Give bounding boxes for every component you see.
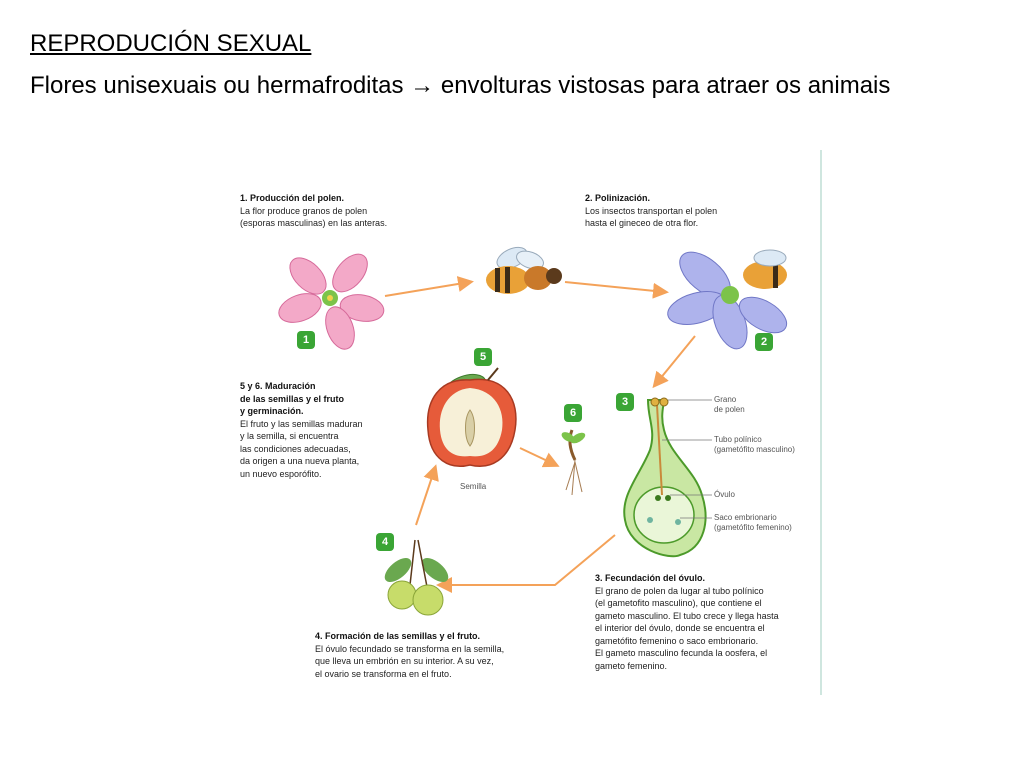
caption-step-5-heading: de las semillas y el fruto <box>240 393 345 404</box>
caption-step-3-line: El gameto masculino fecunda la oosfera, … <box>595 648 768 658</box>
label-grano-de-polen: Grano de polen <box>714 395 745 415</box>
caption-step-5-heading: y germinación. <box>240 406 304 416</box>
caption-step-2: 2. Polinización. Los insectos transporta… <box>585 192 717 230</box>
label-tubo-line: (gametófito masculino) <box>714 445 795 454</box>
caption-step-5-heading: 5 y 6. Maduración <box>240 381 316 391</box>
figure-edge-line <box>820 150 822 695</box>
label-grano-line: Grano <box>714 395 737 404</box>
caption-step-5-line: da origen a una nueva planta, <box>240 456 360 466</box>
arrow-5-to-6 <box>519 447 560 468</box>
caption-step-3-line: El grano de polen da lugar al tubo polín… <box>595 585 764 596</box>
bee <box>486 246 562 294</box>
caption-step-2-heading: 2. Polinización. <box>585 193 651 203</box>
arrow-3-to-4 <box>436 534 616 593</box>
caption-step-4-line: que lleva un embrión en su interior. A s… <box>315 656 494 666</box>
caption-step-3-line: el interior del óvulo, donde se encuentr… <box>595 623 765 633</box>
pink-flower <box>278 253 385 350</box>
blue-flower <box>667 249 788 350</box>
caption-step-3: 3. Fecundación del óvulo. El grano de po… <box>595 572 779 672</box>
caption-step-5-line: las condiciones adecuadas, <box>240 443 351 454</box>
label-ovulo: Óvulo <box>714 490 735 499</box>
arrow-bee-to-2 <box>564 281 669 299</box>
caption-step-1: 1. Producción del polen. La flor produce… <box>240 192 387 230</box>
caption-step-2-line: hasta el gineceo de otra flor. <box>585 218 699 228</box>
caption-step-5-6: 5 y 6. Maduración de las semillas y el f… <box>240 380 363 480</box>
pistil-cross-section <box>623 397 712 558</box>
label-saco-line: Saco embrionario <box>714 513 777 522</box>
caption-step-3-line: (el gametofito masculino), que contiene … <box>595 598 762 608</box>
caption-step-1-line: (esporas masculinas) en las anteras. <box>240 218 388 228</box>
caption-step-1-heading: 1. Producción del polen. <box>240 193 345 203</box>
slide-title: REPRODUCIÓN SEXUAL <box>30 30 312 57</box>
label-saco-line: (gametófito femenino) <box>714 523 792 532</box>
caption-step-3-heading: 3. Fecundación del óvulo. <box>595 573 706 583</box>
caption-step-1-line: La flor produce granos de polen <box>240 205 368 216</box>
step-badge-6: 6 <box>564 404 582 422</box>
label-grano-line: de polen <box>714 405 745 414</box>
label-saco-embrionario: Saco embrionario (gametófito femenino) <box>714 513 792 533</box>
seedling <box>561 429 586 496</box>
caption-step-4: 4. Formación de las semillas y el fruto.… <box>315 630 504 680</box>
label-tubo-polinico: Tubo polínico (gametófito masculino) <box>714 435 795 455</box>
step-badge-2: 2 <box>755 333 773 351</box>
arrow-1-to-bee <box>384 276 474 297</box>
fruit-cluster <box>384 539 449 616</box>
cycle-arrows <box>384 276 696 593</box>
slide-subtitle: Flores unisexuais ou hermafroditas → env… <box>30 72 891 99</box>
step-badge-5: 5 <box>474 348 492 366</box>
caption-step-5-line: un nuevo esporófito. <box>240 468 322 479</box>
step-badge-3: 3 <box>616 393 634 411</box>
caption-step-2-line: Los insectos transportan el polen <box>585 205 718 216</box>
caption-step-3-line: gameto masculino. El tubo crece y llega … <box>595 610 779 621</box>
label-semilla: Semilla <box>460 482 487 491</box>
caption-step-3-line: gameto femenino. <box>595 660 668 671</box>
caption-step-3-line: gametófito femenino o saco embrionario. <box>595 635 759 646</box>
caption-step-5-line: y la semilla, si encuentra <box>240 431 339 441</box>
label-tubo-line: Tubo polínico <box>714 435 762 444</box>
caption-step-4-line: El óvulo fecundado se transforma en la s… <box>315 643 505 654</box>
arrow-4-to-5 <box>415 464 439 526</box>
step-badge-4: 4 <box>376 533 394 551</box>
step-badge-1: 1 <box>297 331 315 349</box>
caption-step-5-line: El fruto y las semillas maduran <box>240 418 363 429</box>
caption-step-4-heading: 4. Formación de las semillas y el fruto. <box>315 631 481 641</box>
arrow-2-to-3 <box>652 335 696 389</box>
apple-cross-section <box>426 367 517 467</box>
caption-step-4-line: el ovario se transforma en el fruto. <box>315 668 452 679</box>
